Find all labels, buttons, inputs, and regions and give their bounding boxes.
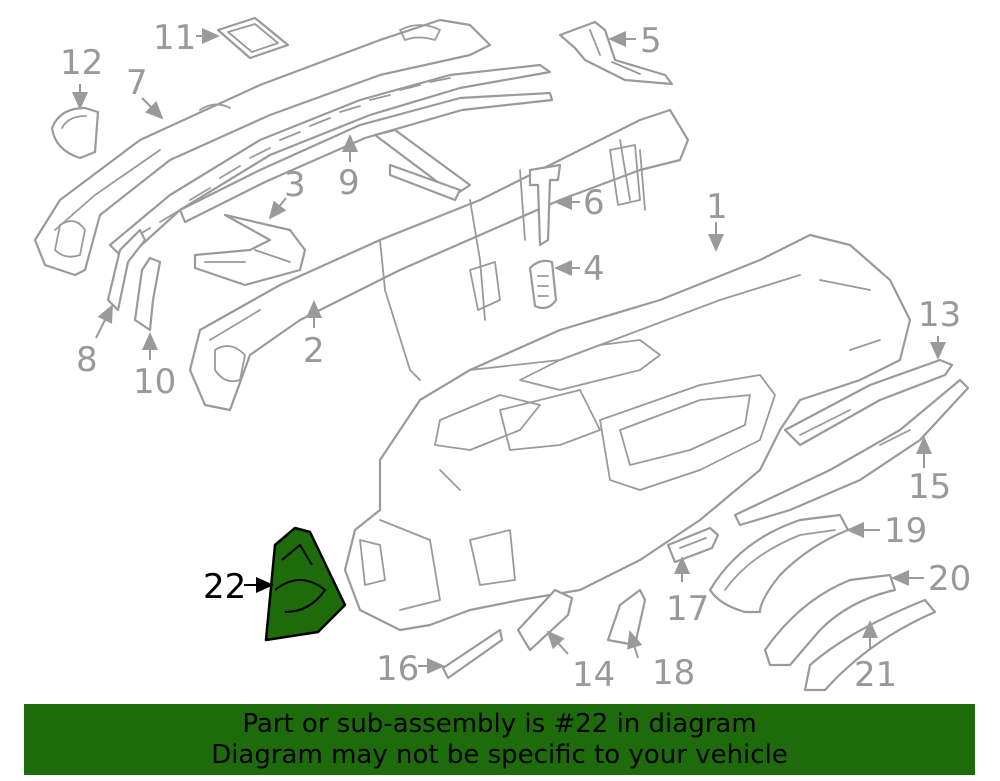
- banner-line-part: Part or sub-assembly is #22 in diagram: [242, 708, 757, 739]
- callout-13: 13: [918, 295, 961, 335]
- callout-4: 4: [583, 249, 605, 289]
- callout-17: 17: [666, 589, 709, 629]
- part-8-side-trim: [106, 228, 147, 312]
- callout-21: 21: [854, 655, 897, 695]
- callout-19: 19: [884, 511, 927, 551]
- part-20-trim: [763, 573, 897, 667]
- callout-7: 7: [126, 63, 148, 103]
- part-15-trim-panel: [733, 378, 970, 527]
- part-1-instrument-panel: [343, 233, 912, 632]
- callout-3: 3: [284, 165, 306, 205]
- callout-5: 5: [640, 21, 662, 61]
- callout-11: 11: [153, 18, 196, 58]
- part-16-trim: [441, 628, 504, 680]
- callout-22: 22: [203, 567, 246, 607]
- part-19-cluster-bezel: [708, 513, 850, 614]
- part-3-bracket: [193, 213, 307, 287]
- part-7-upper-trim: [33, 18, 492, 277]
- callout-2: 2: [303, 331, 325, 371]
- callout-6: 6: [583, 183, 605, 223]
- callout-20: 20: [928, 559, 971, 599]
- callout-numbers: 1 2 3 4 5 6 7 8 9 10 11 12 13 14 15 16 1…: [60, 18, 971, 695]
- callout-8: 8: [76, 340, 98, 380]
- callout-12: 12: [60, 43, 103, 83]
- info-banner: Part or sub-assembly is #22 in diagram D…: [24, 704, 975, 775]
- callout-10: 10: [133, 362, 176, 402]
- callout-16: 16: [376, 649, 419, 689]
- callout-18: 18: [652, 653, 695, 693]
- part-5-bracket: [558, 20, 674, 86]
- part-12-sensor-cover: [50, 106, 100, 160]
- callout-9: 9: [338, 163, 360, 203]
- leader-lines: [72, 28, 946, 674]
- parts-diagram: 1 2 3 4 5 6 7 8 9 10 11 12 13 14 15 16 1…: [33, 16, 971, 695]
- callout-1: 1: [706, 187, 728, 227]
- part-22-end-cap: [264, 526, 347, 642]
- part-10-side-trim: [133, 256, 162, 332]
- part-2-cross-beam: [188, 108, 690, 412]
- part-6-bracket: [528, 163, 562, 247]
- part-4-switch: [528, 259, 558, 310]
- part-9-defroster-strip: [108, 63, 554, 262]
- part-11-defrost-grille: [216, 16, 290, 60]
- part-13-trim-panel: [783, 358, 954, 447]
- part-17-vent: [666, 526, 720, 564]
- banner-line-disclaimer: Diagram may not be specific to your vehi…: [211, 739, 788, 770]
- callout-15: 15: [908, 467, 951, 507]
- callout-14: 14: [572, 655, 615, 695]
- part-18-bracket: [606, 588, 647, 647]
- part-14-trim: [516, 588, 574, 652]
